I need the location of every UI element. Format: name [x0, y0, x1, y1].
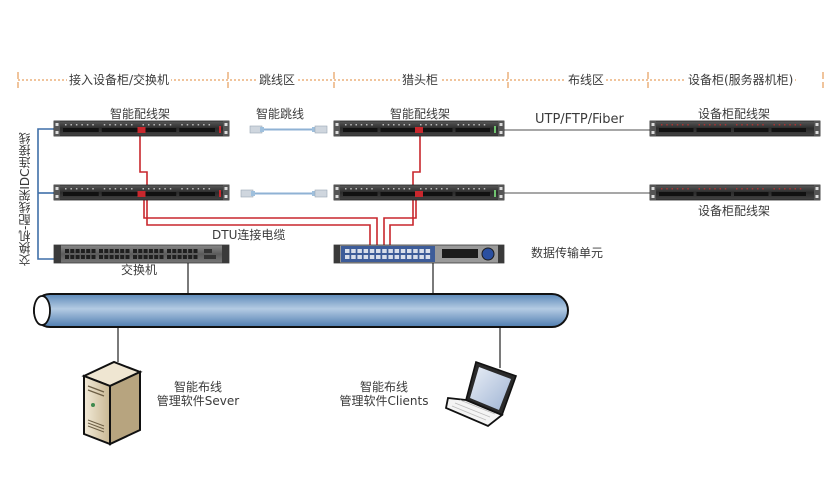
status-led-icon [219, 190, 221, 197]
cabinet-patch-panel-top[interactable] [649, 120, 821, 137]
network-backbone-pipe [33, 293, 569, 328]
sensor-port-icon [415, 191, 423, 197]
zone-label-equipment-cabinet: 设备柜(服务器机柜) [686, 73, 796, 87]
label-dtu: 数据传输单元 [531, 246, 604, 260]
label-switch: 交换机 [121, 263, 158, 277]
label-server-line2: 管理软件Sever [156, 394, 240, 408]
patch-panel-left-top[interactable] [53, 120, 230, 137]
status-led-icon [494, 126, 496, 133]
label-server-line1: 智能布线 [173, 380, 222, 394]
patch-cord-top [249, 125, 328, 134]
patch-cord-bottom [240, 189, 328, 198]
cabinet-patch-panel-bottom[interactable] [649, 184, 821, 201]
horizontal-cables [504, 129, 650, 194]
sensor-port-icon [137, 127, 146, 133]
sensor-port-icon [415, 127, 423, 133]
label-cabinet-panel-bottom: 设备柜配线架 [698, 204, 771, 218]
zone-label-patch-area: 跳线区 [257, 73, 298, 87]
label-patch-panel-left: 智能配线架 [110, 107, 171, 121]
status-led-icon [494, 190, 496, 197]
label-patch-cord: 智能跳线 [256, 107, 305, 121]
patch-panel-left-bottom[interactable] [53, 184, 230, 201]
label-dtu-cable: DTU连接电缆 [212, 228, 286, 242]
label-cabinet-panel-top: 设备柜配线架 [698, 107, 771, 121]
zone-label-access-cabinet: 接入设备柜/交换机 [67, 73, 172, 87]
status-led-icon [219, 126, 221, 133]
label-client: 智能布线 管理软件Clients [334, 380, 434, 408]
label-patch-panel-mid: 智能配线架 [390, 107, 451, 121]
label-client-line2: 管理软件Clients [339, 394, 429, 408]
dtu-device[interactable] [333, 244, 505, 264]
sensor-port-icon [137, 191, 146, 197]
label-client-line1: 智能布线 [359, 380, 408, 394]
laptop-icon[interactable] [444, 360, 518, 428]
server-icon[interactable] [81, 360, 143, 446]
label-server: 智能布线 管理软件Sever [148, 380, 248, 408]
backbone-drops [117, 263, 501, 368]
patch-panel-mid-bottom[interactable] [333, 184, 505, 201]
zone-label-cabling-area: 布线区 [566, 73, 607, 87]
label-cable-type: UTP/FTP/Fiber [535, 112, 624, 127]
label-idc-link: 交换机-配线架IDC连接线 [18, 132, 32, 267]
zone-label-headhunter-cabinet: 猎头柜 [400, 73, 441, 87]
switch-device[interactable] [53, 244, 230, 264]
patch-panel-mid-top[interactable] [333, 120, 505, 137]
idc-connection-lines [37, 128, 54, 260]
